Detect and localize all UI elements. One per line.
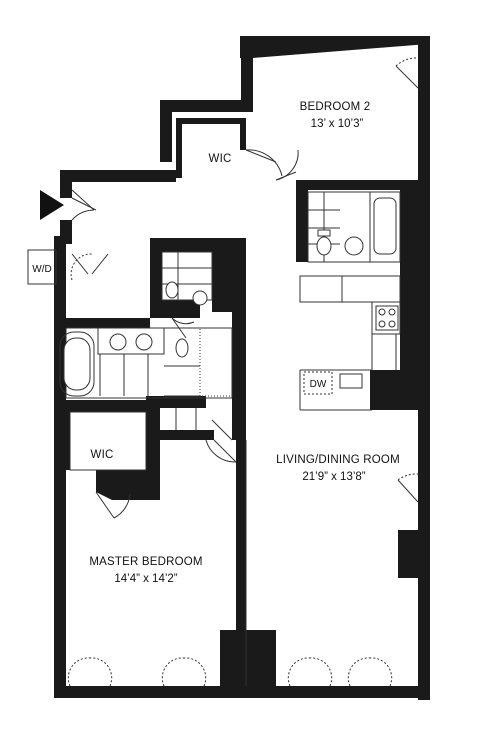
- master-name: MASTER BEDROOM: [89, 556, 202, 568]
- bedroom2-name: BEDROOM 2: [300, 101, 371, 113]
- washer-dryer-label: W/D: [32, 264, 51, 275]
- bathtub-icon: [63, 337, 91, 391]
- toilet-icon: [175, 338, 189, 358]
- window-lines: [62, 44, 425, 693]
- sink-icon: [109, 333, 127, 351]
- walls: [54, 36, 430, 700]
- master-dims: 14’4” x 14’2”: [114, 573, 177, 585]
- sink-icon: [135, 333, 153, 351]
- interior-lines: [27, 191, 401, 686]
- wic-upper-name: WIC: [209, 153, 232, 165]
- burner-icon: [388, 320, 396, 328]
- dishwasher-label: DW: [310, 379, 327, 390]
- door-swings: [67, 57, 419, 687]
- living-dims: 21’9” x 13’8”: [302, 471, 365, 483]
- bedroom2-dims: 13’ x 10’3”: [311, 118, 364, 130]
- wic-lower-name: WIC: [91, 449, 114, 461]
- entry-arrow-icon: [40, 190, 64, 220]
- burner-icon: [388, 308, 396, 316]
- toilet-icon: [316, 236, 332, 256]
- sink-icon: [344, 236, 364, 256]
- burner-icon: [378, 308, 386, 316]
- sink-icon: [192, 290, 208, 306]
- toilet-icon: [165, 281, 179, 299]
- fixtures: [63, 229, 399, 391]
- burner-icon: [378, 320, 386, 328]
- living-name: LIVING/DINING ROOM: [276, 454, 400, 466]
